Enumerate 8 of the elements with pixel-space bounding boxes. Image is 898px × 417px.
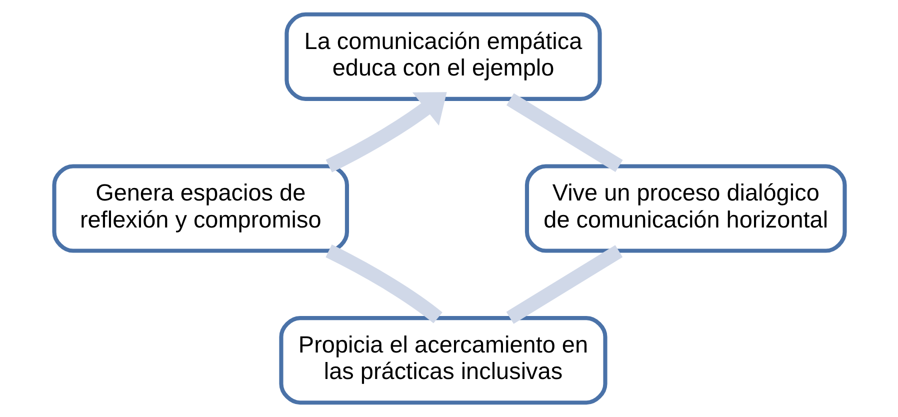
connector (506, 245, 622, 324)
node-box: Vive un proceso dialógico de comunicación horizontal (524, 164, 846, 253)
connector (506, 93, 622, 172)
node-box: Propicia el acercamiento en las prácticas inclusivas (278, 316, 607, 405)
node-box: La comunicación empática educa con el ejemplo (284, 12, 602, 101)
connector (325, 244, 442, 324)
node-box: Genera espacios de reflexión y compromiso (52, 164, 349, 253)
arrow (325, 92, 446, 172)
